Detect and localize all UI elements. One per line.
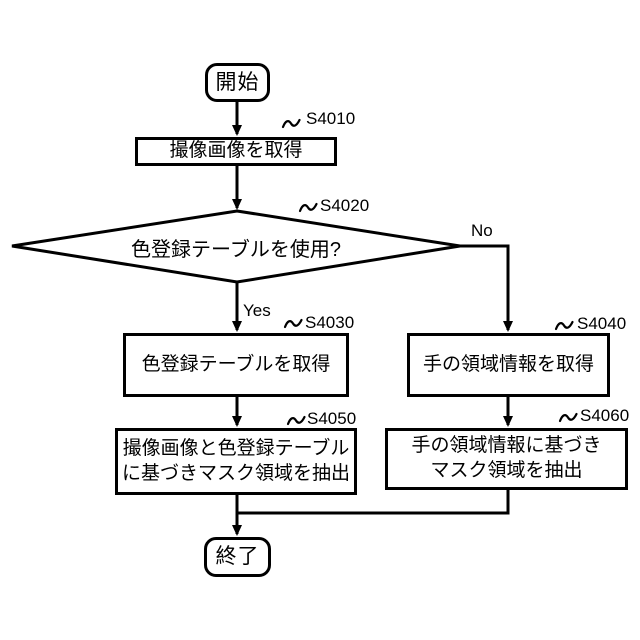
end-node: 終了 [204,537,271,577]
start-node-label: 開始 [215,70,260,94]
process-s4050-label-line1: 撮像画像と色登録テーブル [122,437,350,459]
leader-squiggle-s4020 [298,202,318,213]
edge-s4020-s4040 [460,244,513,332]
step-id-s4050: S4050 [307,409,357,428]
process-s4040: 手の領域情報を取得 [407,333,610,397]
process-s4060-label-line2: マスク領域を抽出 [430,460,583,481]
leader-squiggle-s4030 [283,318,303,329]
step-id-s4040: S4040 [577,314,627,333]
step-id-s4010: S4010 [306,109,356,128]
branch-yes-label: Yes [243,301,271,320]
step-id-s4030: S4030 [305,313,355,332]
process-s4030: 色登録テーブルを取得 [123,333,349,397]
decision-s4020-label: 色登録テーブルを使用? [131,238,341,261]
leader-squiggle-s4010 [281,118,301,129]
process-s4040-label: 手の領域情報を取得 [422,353,594,375]
process-s4010-label: 撮像画像を取得 [169,140,303,162]
edge-s4060-merge [237,490,510,515]
step-id-s4060: S4060 [580,406,630,425]
process-s4030-label: 色登録テーブルを取得 [141,353,331,375]
leader-squiggle-s4060 [558,412,578,423]
process-s4010: 撮像画像を取得 [135,137,337,166]
process-s4050-label-line2: に基づきマスク領域を抽出 [121,462,350,484]
step-id-s4020: S4020 [320,196,370,215]
process-s4060: 手の領域情報に基づき マスク領域を抽出 [385,428,628,490]
end-node-label: 終了 [215,545,260,569]
process-s4060-label-line1: 手の領域情報に基づき [411,435,602,457]
process-s4050: 撮像画像と色登録テーブル に基づきマスク領域を抽出 [115,428,357,495]
leader-squiggle-s4050 [286,415,306,426]
branch-no-label: No [471,221,493,240]
start-node: 開始 [205,63,270,102]
leader-squiggle-s4040 [554,320,574,331]
